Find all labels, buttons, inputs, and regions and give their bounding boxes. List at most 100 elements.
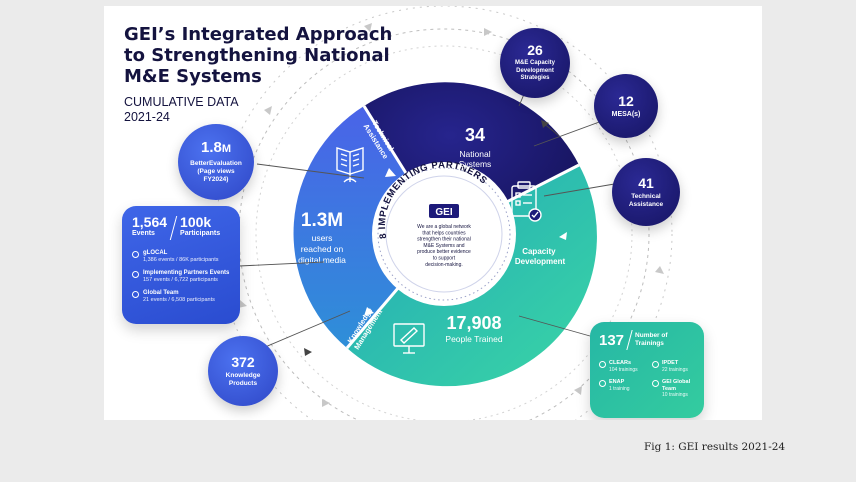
- national-systems-desc-2: Systems: [459, 159, 492, 169]
- center-text-line: strengthen their national: [417, 237, 471, 243]
- training-item-detail: 104 trainings: [609, 366, 638, 373]
- better-evaluation-bubble: 1.8M BetterEvaluation (Page views FY2024…: [178, 124, 254, 200]
- better-eval-label-3: FY2024): [203, 176, 229, 183]
- users-reached-value: 1.3M: [301, 210, 343, 231]
- capacity-label-2: Development: [515, 257, 566, 266]
- segment-knowledge-management: [293, 106, 444, 348]
- bullet-icon: [652, 361, 659, 368]
- better-eval-value: 1.8: [200, 139, 222, 156]
- book-icon: [336, 147, 364, 183]
- subtitle-line-2: 2021-24: [124, 110, 170, 124]
- training-item-detail: 1 training: [609, 385, 630, 392]
- clipboard-icon: [511, 181, 542, 222]
- people-trained-desc: People Trained: [445, 334, 502, 344]
- knowledge-products-bubble: 372 Knowledge Products: [208, 336, 278, 406]
- bullet-icon: [652, 380, 659, 387]
- events-label: Events: [132, 230, 155, 237]
- better-eval-label-1: BetterEvaluation: [190, 160, 242, 167]
- strategies-value: 26: [527, 42, 543, 59]
- trainings-label-1: Number of: [635, 332, 668, 339]
- ta-label-1: Technical: [631, 192, 661, 200]
- people-trained-value: 17,908: [446, 313, 501, 333]
- products-value: 372: [231, 353, 255, 370]
- users-reached-desc-3: digital media: [298, 255, 346, 265]
- training-item-detail: 10 trainings: [662, 392, 688, 398]
- products-label-1: Knowledge: [225, 371, 261, 379]
- whiteboard-icon: [393, 323, 425, 354]
- bullet-icon: [599, 361, 606, 368]
- figure-caption: Fig 1: GEI results 2021-24: [644, 441, 786, 453]
- center-text-line: We are a global network: [417, 224, 471, 230]
- strategies-label-2: Development: [516, 67, 554, 74]
- orbit-ring-mid: [238, 28, 650, 420]
- bullet-icon: [132, 271, 139, 278]
- events-item-detail: 1,386 events / 86K participants: [143, 257, 219, 263]
- events-item-title: gLOCAL: [143, 250, 168, 256]
- center-text-line: decision-making.: [425, 262, 463, 268]
- center-text-line: that helps countries: [422, 230, 466, 236]
- users-reached-desc-2: reached on: [301, 244, 344, 254]
- training-item-title: ENAP: [609, 379, 625, 385]
- better-eval-unit: M: [221, 143, 232, 155]
- ta-value: 41: [638, 174, 654, 191]
- strategies-label-3: Strategies: [520, 75, 550, 82]
- svg-text:Capacity Development: Capacity Development: [515, 247, 566, 266]
- segment-technical-assistance: [364, 82, 579, 235]
- strategies-bubble: 26 M&E Capacity Development Strategies: [500, 28, 570, 98]
- participants-label: Participants: [180, 230, 221, 237]
- events-item-title: Implementing Partners Events: [143, 270, 230, 276]
- title-line-2: to Strengthening National: [124, 45, 390, 66]
- gei-logo-text: GEI: [435, 207, 452, 218]
- training-item-title: GEI Global Team: [662, 379, 691, 392]
- training-item-title: CLEARs: [609, 360, 632, 366]
- capacity-label-1: Capacity: [522, 247, 556, 256]
- trainings-label-2: Trainings: [635, 340, 664, 347]
- events-item-detail: 157 events / 6,722 participants: [143, 277, 218, 283]
- events-value: 1,564: [132, 214, 168, 230]
- technical-assistance-bubble: 41 Technical Assistance: [612, 158, 680, 226]
- trainings-value: 137: [599, 331, 625, 349]
- ta-label-2: Assistance: [628, 200, 664, 208]
- diagram-graphic: 8 IMPLEMENTING PARTNERS GEI We are a glo…: [215, 6, 673, 420]
- subtitle-line-1: CUMULATIVE DATA: [124, 95, 239, 109]
- center-text-line: M&E Systems and: [423, 243, 464, 249]
- national-systems-value: 34: [465, 125, 485, 145]
- center-text-line: produce better evidence: [417, 249, 471, 255]
- training-item-detail: 22 trainings: [662, 366, 688, 373]
- subtitle: CUMULATIVE DATA 2021-24: [124, 95, 239, 125]
- mesa-label: MESA(s): [611, 111, 641, 118]
- better-eval-label-2: (Page views: [197, 168, 235, 175]
- users-reached-desc-1: users: [312, 233, 333, 243]
- participants-value: 100k: [180, 214, 212, 230]
- infographic: 8 IMPLEMENTING PARTNERS GEI We are a glo…: [104, 6, 762, 420]
- mesa-value: 12: [618, 93, 634, 109]
- center-disc: [372, 162, 516, 306]
- products-label-2: Products: [228, 379, 258, 387]
- orbit-ring-inner: [255, 45, 633, 420]
- national-systems-desc-1: National: [459, 149, 490, 159]
- training-item-title: IPDET: [662, 360, 679, 366]
- title-line-3: M&E Systems: [124, 66, 262, 87]
- strategies-label-1: M&E Capacity: [514, 60, 555, 67]
- gei-logo: GEI: [429, 204, 459, 218]
- page-title: GEI’s Integrated Approach to Strengtheni…: [124, 24, 392, 87]
- orbit-markers: [238, 23, 664, 407]
- mesa-bubble: 12 MESA(s): [594, 74, 658, 138]
- bullet-icon: [599, 380, 606, 387]
- title-line-1: GEI’s Integrated Approach: [124, 24, 393, 45]
- center-text-line: to support: [433, 256, 456, 262]
- events-item-detail: 21 events / 6,508 participants: [143, 297, 215, 303]
- bullet-icon: [132, 251, 139, 258]
- events-item-title: Global Team: [143, 290, 179, 296]
- bullet-icon: [132, 291, 139, 298]
